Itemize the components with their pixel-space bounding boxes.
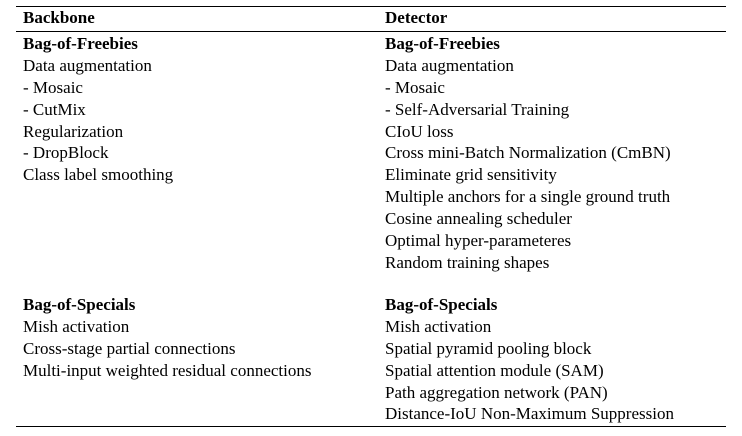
backbone-freebies-group: Bag-of-Freebies Data augmentation - Mosa… (23, 33, 173, 186)
list-item: Data augmentation (385, 55, 514, 75)
table-header-rule (16, 31, 726, 32)
list-item: Multi-input weighted residual connection… (23, 360, 312, 380)
list-item: Optimal hyper-parameteres (385, 231, 572, 251)
list-item: Cross mini-Batch Normalization (CmBN) (385, 143, 671, 163)
list-item: Data augmentation (23, 55, 152, 75)
list-item: - DropBlock (23, 143, 109, 163)
list-item: Spatial pyramid pooling block (385, 338, 592, 358)
list-item: Cosine annealing scheduler (385, 209, 572, 229)
list-item: Path aggregation network (PAN) (385, 382, 608, 402)
backbone-specials-group: Bag-of-Specials Mish activation Cross-st… (23, 294, 311, 382)
list-item: Distance-IoU Non-Maximum Suppression (385, 404, 674, 424)
list-item: Eliminate grid sensitivity (385, 165, 557, 185)
list-item: - Mosaic (23, 77, 83, 97)
table-bottom-rule (16, 426, 726, 427)
detector-freebies-group: Bag-of-Freebies Data augmentation - Mosa… (385, 33, 671, 274)
backbone-header: Backbone (23, 8, 95, 27)
list-item: Spatial attention module (SAM) (385, 360, 604, 380)
table-top-rule (16, 6, 726, 7)
list-item: Cross-stage partial connections (23, 338, 236, 358)
list-item: Mish activation (385, 316, 492, 336)
list-item: - CutMix (23, 99, 86, 119)
list-item: - Self-Adversarial Training (385, 99, 570, 119)
detector-header: Detector (385, 8, 448, 27)
list-item: Regularization (23, 121, 124, 141)
list-item: Mish activation (23, 316, 130, 336)
detector-specials-title: Bag-of-Specials (385, 295, 498, 314)
list-item: Class label smoothing (23, 165, 174, 185)
list-item: - Mosaic (385, 77, 445, 97)
detector-specials-group: Bag-of-Specials Mish activation Spatial … (385, 294, 674, 425)
list-item: Multiple anchors for a single ground tru… (385, 187, 671, 207)
list-item: CIoU loss (385, 121, 454, 141)
list-item: Random training shapes (385, 252, 550, 272)
backbone-freebies-title: Bag-of-Freebies (23, 34, 138, 53)
detector-freebies-title: Bag-of-Freebies (385, 34, 500, 53)
backbone-specials-title: Bag-of-Specials (23, 295, 136, 314)
